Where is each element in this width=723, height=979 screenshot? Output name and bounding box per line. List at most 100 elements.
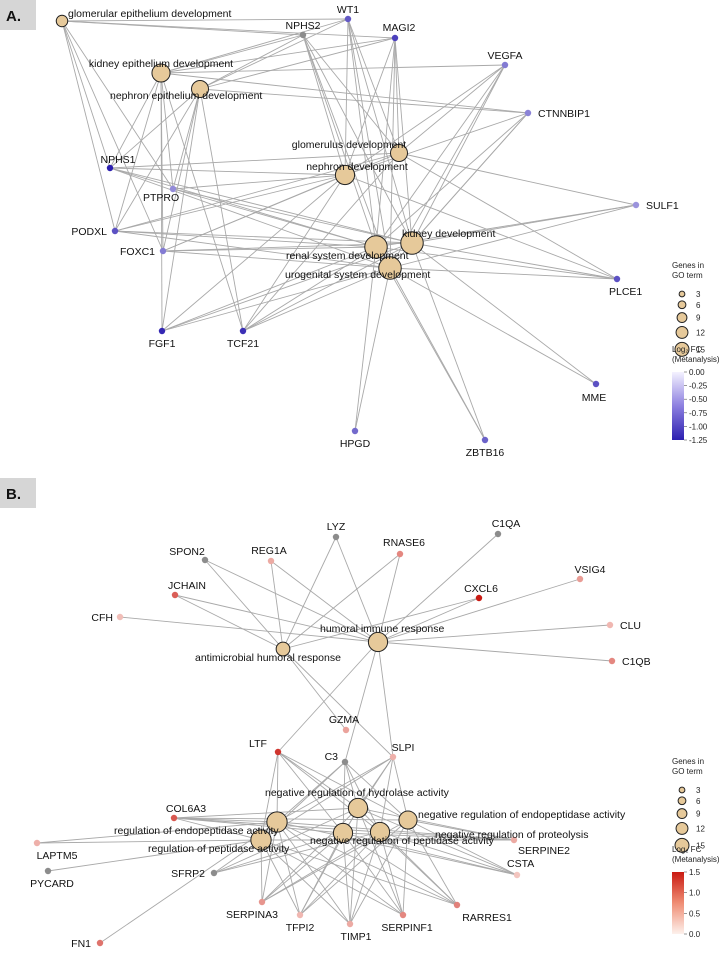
network-edge	[411, 242, 597, 385]
size-legend-label: 9	[696, 810, 701, 819]
go-term-node	[275, 641, 291, 657]
fc-legend-tick-label: -1.25	[689, 436, 708, 445]
gene-label: SLPI	[392, 742, 415, 754]
network-edge	[277, 751, 359, 809]
size-legend-circle	[677, 796, 687, 806]
go-term-node	[378, 256, 402, 280]
gene-label: MAGI2	[383, 22, 416, 34]
network-edge	[160, 72, 244, 332]
network-edge	[260, 751, 279, 841]
go-term-label: nephron epithelium development	[110, 90, 262, 102]
go-term-node	[332, 822, 354, 844]
fc-legend-tick-label: 0.00	[689, 368, 705, 377]
panel-a: A. NPHS2WT1MAGI2VEGFACTNNBIP1NPHS1PTPROS…	[0, 0, 720, 459]
go-term-label: antimicrobial humoral response	[195, 652, 341, 664]
gene-label: VSIG4	[575, 564, 606, 576]
go-term-label: kidney development	[402, 228, 495, 240]
gene-label: SFRP2	[171, 868, 205, 880]
gene-node	[258, 898, 266, 906]
network-edge	[276, 821, 458, 906]
network-edge	[160, 34, 304, 74]
network-edge	[161, 267, 391, 332]
gene-node	[613, 275, 621, 283]
network-edge	[379, 831, 458, 906]
network-edge	[172, 88, 201, 190]
fc-legend-title: (Metanalysis)	[672, 355, 720, 364]
network-edge	[36, 839, 262, 844]
network-edge	[114, 174, 346, 232]
network-edge	[160, 18, 349, 74]
network-edge	[162, 250, 391, 269]
gene-label: SERPINA3	[226, 909, 278, 921]
gene-node	[274, 748, 282, 756]
gene-node	[96, 939, 104, 947]
network-edge	[411, 242, 486, 441]
fc-legend-tick-label: -0.50	[689, 395, 708, 404]
network-edge	[389, 204, 637, 269]
gene-label: RNASE6	[383, 537, 425, 549]
gene-label: TCF21	[227, 338, 259, 350]
gene-label: PYCARD	[30, 878, 74, 890]
gene-label: C1QB	[622, 656, 651, 668]
gene-node	[342, 726, 350, 734]
size-legend-label: 12	[696, 328, 705, 337]
gene-node	[346, 920, 354, 928]
gene-label: NPHS1	[100, 154, 135, 166]
gene-label: JCHAIN	[168, 580, 206, 592]
go-term-label: regulation of endopeptidase activity	[114, 825, 279, 837]
gene-node	[606, 621, 614, 629]
size-legend-label: 12	[696, 824, 705, 833]
go-term-node	[400, 231, 424, 255]
network-edge	[299, 819, 409, 916]
network-edge	[36, 821, 278, 844]
gene-node	[201, 556, 209, 564]
fc-legend-tick-label: -0.75	[689, 409, 708, 418]
network-edge	[162, 246, 377, 252]
network-edge	[160, 37, 396, 74]
gene-label: CFH	[91, 612, 113, 624]
network-edge	[114, 230, 413, 244]
gene-label: COL6A3	[166, 803, 206, 815]
gene-label: FN1	[71, 938, 91, 950]
go-term-node	[367, 631, 389, 653]
network-edge	[407, 819, 515, 841]
size-legend-title: Genes in	[672, 757, 704, 766]
go-term-node	[334, 164, 356, 186]
size-legend-circle	[677, 300, 687, 310]
go-term-node	[266, 811, 288, 833]
network-edge	[61, 20, 116, 232]
network-edge	[335, 536, 379, 643]
go-term-node	[250, 829, 272, 851]
fc-legend-colorbar	[672, 372, 684, 440]
go-term-label: glomerular epithelium development	[68, 8, 232, 20]
network-edge	[109, 167, 346, 176]
gene-label: TFPI2	[286, 922, 315, 934]
network-edge	[347, 18, 391, 269]
panel-b-tag-text: B.	[6, 486, 21, 503]
network-edge	[377, 578, 581, 643]
gene-label: PLCE1	[609, 286, 642, 298]
network-edge	[160, 72, 529, 114]
network-edge	[347, 18, 400, 154]
gene-node	[524, 109, 532, 117]
network-edge	[61, 20, 174, 190]
network-edge	[342, 832, 518, 876]
network-edge	[282, 648, 394, 758]
network-edge	[172, 188, 413, 244]
network-edge	[109, 72, 162, 169]
network-edge	[394, 37, 400, 154]
gene-node	[332, 533, 340, 541]
network-edge	[204, 559, 379, 643]
network-edge	[347, 18, 413, 244]
gene-node	[351, 427, 359, 435]
go-term-label: glomerulus development	[292, 139, 406, 151]
gene-node	[399, 911, 407, 919]
network-edge	[172, 188, 377, 248]
gene-label: GZMA	[329, 714, 359, 726]
size-legend-circle	[674, 341, 690, 357]
go-term-node	[151, 63, 171, 83]
network-edge	[342, 761, 346, 834]
network-edge	[342, 832, 404, 916]
